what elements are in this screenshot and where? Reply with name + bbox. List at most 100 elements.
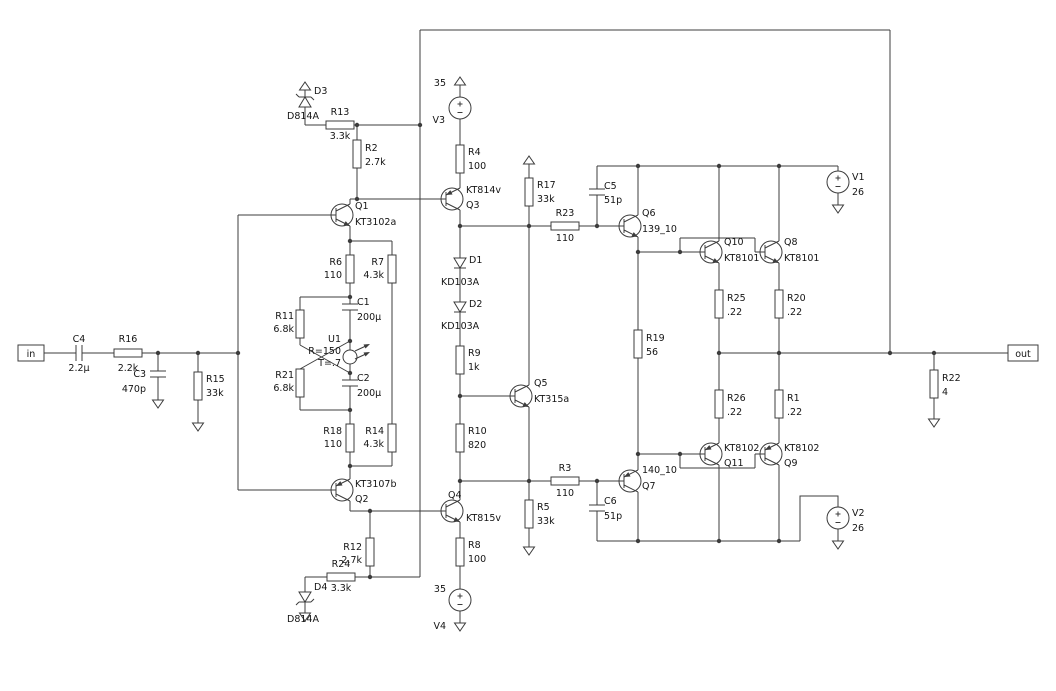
junction-dot [635, 451, 641, 457]
label-C4-value: 2.2µ [68, 363, 89, 374]
port-in[interactable]: in [17, 344, 45, 362]
component-Q6[interactable]: Q6 139_10 [613, 208, 677, 243]
component-R2[interactable]: R2 2.7k [352, 139, 386, 169]
component-R17[interactable]: R17 33k [524, 177, 556, 207]
component-R23[interactable]: R23 110 [550, 208, 580, 244]
component-R7[interactable]: R7 4.3k [363, 254, 397, 284]
junction-dot [347, 294, 353, 300]
component-Q2[interactable]: KT3107b Q2 [325, 473, 397, 507]
component-Q5[interactable]: Q5 KT315a [504, 378, 569, 413]
npn-transistor-icon [694, 235, 723, 269]
component-C2[interactable]: C2 200µ [341, 373, 381, 399]
component-Q8[interactable]: Q8 KT8101 [754, 235, 819, 269]
label-R20-name: R20 [787, 293, 806, 304]
capacitor-icon [341, 303, 359, 311]
component-D2[interactable]: D2 KD103A [441, 299, 482, 332]
component-Q11[interactable]: KT8102 Q11 [694, 437, 759, 471]
label-V4-name: V4 [433, 621, 446, 632]
component-R20[interactable]: R20 .22 [774, 289, 806, 319]
label-C2-name: C2 [357, 373, 370, 384]
wires-q2-lower [304, 506, 436, 606]
label-D1-name: D1 [469, 255, 482, 266]
label-R10-name: R10 [468, 426, 487, 437]
component-V4[interactable]: 35 V4 [433, 583, 472, 632]
label-R1-value: .22 [787, 407, 802, 418]
component-R1[interactable]: R1 .22 [774, 389, 802, 419]
component-V1[interactable]: V1 26 [826, 165, 865, 199]
junction-dot [526, 223, 532, 229]
component-Q1[interactable]: Q1 KT3102a [325, 198, 396, 232]
junction-dot [347, 370, 353, 376]
component-R19[interactable]: R19 56 [633, 329, 665, 359]
label-C6-name: C6 [604, 496, 617, 507]
label-R26-name: R26 [727, 393, 746, 404]
label-U1-name: U1 [328, 334, 341, 345]
junction-dot [716, 163, 722, 169]
label-R6-value: 110 [324, 270, 342, 281]
label-R8-value: 100 [468, 554, 486, 565]
component-C1[interactable]: C1 200µ [341, 297, 381, 323]
component-C6[interactable]: C6 51p [588, 496, 622, 522]
label-V3-value: 35 [434, 78, 446, 89]
component-R25[interactable]: R25 .22 [714, 289, 746, 319]
resistor-icon [295, 309, 305, 339]
component-C5[interactable]: C5 51p [588, 181, 622, 206]
junction-dot [635, 538, 641, 544]
component-R11[interactable]: R11 6.8k [273, 309, 305, 339]
component-R26[interactable]: R26 .22 [714, 389, 746, 419]
label-V1-value: 26 [852, 187, 864, 198]
port-out[interactable]: out [1007, 344, 1039, 362]
junction-dot [354, 196, 360, 202]
label-C3-name: C3 [133, 369, 146, 380]
wires-output-stage [637, 166, 1008, 541]
resistor-icon [295, 368, 305, 398]
component-R5[interactable]: R5 33k [524, 499, 555, 529]
component-Q3[interactable]: KT814v Q3 [435, 182, 501, 216]
component-R6[interactable]: R6 110 [324, 254, 355, 284]
label-Q5-name: Q5 [534, 378, 548, 389]
component-U1[interactable]: U1 R=150 T=.7 [308, 334, 370, 369]
component-R13[interactable]: R13 3.3k [325, 107, 355, 142]
label-Q6-name: Q6 [642, 208, 656, 219]
junction-dot [367, 574, 373, 580]
component-R15[interactable]: R15 33k [193, 371, 225, 401]
component-Q9[interactable]: KT8102 Q9 [754, 437, 819, 471]
label-Q9-value: KT8102 [784, 443, 819, 454]
component-R24[interactable]: R24 3.3k [326, 559, 356, 594]
component-D4[interactable]: D4 D814A [287, 582, 327, 625]
ground-icon [523, 539, 535, 556]
wires-input [44, 214, 326, 491]
resistor-icon [774, 389, 784, 419]
component-R16[interactable]: R16 2.2k [113, 334, 143, 374]
junction-dot [354, 122, 360, 128]
component-R9[interactable]: R9 1k [455, 345, 481, 375]
component-V2[interactable]: V2 26 [826, 501, 865, 535]
component-Q4[interactable]: Q4 KT815v [435, 490, 501, 528]
component-C3[interactable]: C3 470p [122, 369, 167, 395]
component-D3[interactable]: D3 D814A [287, 86, 327, 122]
component-R3[interactable]: R3 110 [550, 463, 580, 499]
label-D3-name: D3 [314, 86, 327, 97]
label-R15-value: 33k [206, 388, 224, 399]
label-V2-value: 26 [852, 523, 864, 534]
label-U1-value2: T=.7 [317, 358, 341, 369]
pnp-transistor-icon [435, 182, 464, 216]
component-R4[interactable]: R4 100 [455, 144, 486, 174]
component-C4[interactable]: C4 2.2µ [68, 334, 89, 374]
ground-icon [454, 76, 466, 93]
component-R8[interactable]: R8 100 [455, 537, 486, 567]
component-Q7[interactable]: 140_10 Q7 [613, 464, 677, 498]
component-R12[interactable]: R12 2.7k [341, 537, 375, 567]
component-Q10[interactable]: Q10 KT8101 [694, 235, 759, 269]
component-R14[interactable]: R14 4.3k [363, 423, 397, 453]
component-R18[interactable]: R18 110 [323, 423, 355, 453]
label-R13-name: R13 [331, 107, 350, 118]
label-R6-name: R6 [329, 257, 342, 268]
component-V3[interactable]: 35 V3 [432, 78, 472, 126]
label-Q11-value: KT8102 [724, 443, 759, 454]
label-R16-name: R16 [119, 334, 138, 345]
component-R22[interactable]: R22 4 [929, 369, 961, 399]
component-R10[interactable]: R10 820 [455, 423, 487, 453]
component-R21[interactable]: R21 6.8k [273, 368, 305, 398]
component-D1[interactable]: D1 KD103A [441, 255, 482, 288]
